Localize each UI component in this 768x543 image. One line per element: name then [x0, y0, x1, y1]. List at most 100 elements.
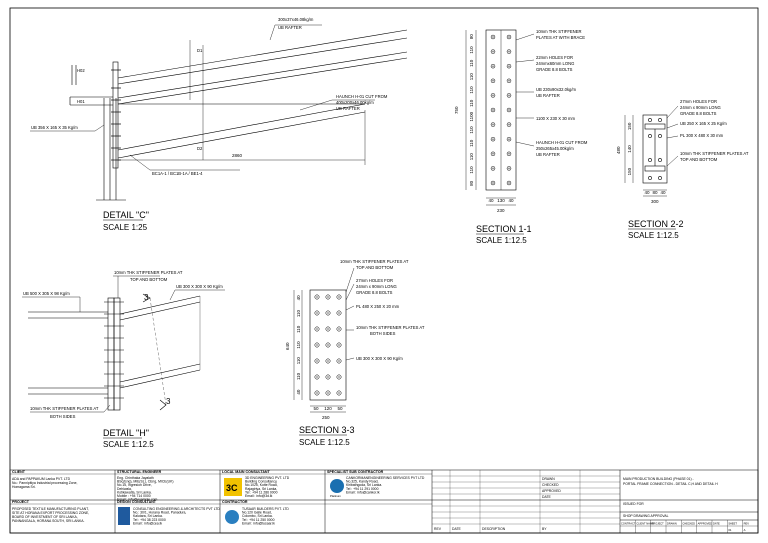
- bottom-value: 01: [728, 528, 732, 532]
- title-block-line: No.: Pannipitiya Industrial processing Z…: [12, 481, 77, 485]
- dimension: 230: [497, 208, 505, 213]
- label: UB 500 X 305 X 98 Kg/m: [23, 291, 70, 296]
- bolt-hole: [506, 34, 512, 40]
- label: HAUNCH H-01 CUT FROM: [336, 94, 388, 99]
- title-block-line: CANKORMANENGINEERING SERVICES PVT LTD: [346, 476, 425, 480]
- title-block-line: ADA and PAPPAKUM Lanka PVT. LTD: [12, 477, 71, 481]
- bolt-hole: [490, 107, 496, 113]
- client-head: CLIENT: [12, 470, 26, 474]
- label: 10mm THK STIFFENER PLATES AT: [680, 151, 749, 156]
- title-block-line: Rajagiriya, Sri Lanka,: [245, 487, 277, 491]
- rev-header: BY: [542, 527, 547, 531]
- bottom-header: REV: [744, 522, 750, 526]
- bolt-hole: [490, 63, 496, 69]
- bolt-hole: [314, 390, 320, 396]
- label: UB 230x90x32.0kg/m: [536, 87, 577, 92]
- issued-for: ISSUED FOR: [623, 502, 644, 506]
- dimension: 110: [469, 46, 474, 54]
- title-block-line: Building Consultancy,: [245, 480, 277, 484]
- section-2-2-labels: 27mm HOLES FOR 24mm x 90mm LONG GRADE 8.…: [616, 99, 749, 240]
- label: BC1A-1 / BC1B-1A / BE1-4: [152, 171, 203, 176]
- label: 400x200x46.00kg/m: [336, 100, 374, 105]
- bolt-hole: [325, 310, 331, 316]
- label: H01: [77, 99, 85, 104]
- title-block-line: BOARD OF INVESTMENT OF SRI LANKA,: [12, 515, 78, 519]
- dimension: 140: [627, 145, 632, 153]
- label: GRADE 8.8 BOLTS: [680, 111, 717, 116]
- label: UB RAFTER: [536, 152, 560, 157]
- bottom-header: CONTRACT: [621, 522, 636, 526]
- bolt-hole: [336, 390, 342, 396]
- bolt-hole: [325, 374, 331, 380]
- bolt-hole: [336, 358, 342, 364]
- label: GRADE 8.8 BOLTS: [356, 290, 393, 295]
- label: 24mm x 90mm LONG: [680, 105, 721, 110]
- bolt-hole: [325, 326, 331, 332]
- dimension: 110: [469, 153, 474, 161]
- title-block-line: Eng. Chinthaka Jayalath: [117, 476, 154, 480]
- title-block-line: PROPOSED TEXTILE MANUFACTURING PLANT,: [12, 507, 89, 511]
- label: GRADE 8.8 BOLTS: [536, 67, 573, 72]
- title-block-line: Kiribathgoda, Sri Lanka.: [346, 483, 382, 487]
- bottom-value: A: [744, 528, 746, 532]
- bottom-header: SHEET: [728, 522, 737, 526]
- dimension: 110: [296, 309, 301, 317]
- bolt-hole: [314, 326, 320, 332]
- title-block-line: Email : info@cankor.lk: [346, 490, 380, 494]
- label: TOP AND BOTTOM: [680, 157, 718, 162]
- bolt-hole: [490, 49, 496, 54]
- bolt-hole: [490, 136, 496, 142]
- title-block-line: BSc(Eng), MIE(SL), CEng, MICE(UK): [117, 480, 174, 484]
- bolt-hole: [314, 310, 320, 316]
- bolt-hole: [490, 78, 496, 84]
- bolt-hole: [490, 180, 496, 186]
- dimension: 110: [469, 86, 474, 94]
- section-title: SECTION 3-3: [299, 425, 355, 435]
- bolt-hole: [336, 342, 342, 348]
- label: UB 300 X 300 X 90 Kg/m: [176, 284, 223, 289]
- detail-h: [22, 275, 225, 413]
- structural-engineer-head: STRUCTURAL ENGINEER: [117, 470, 162, 474]
- section-3-3-labels: 10mm THK STIFFENER PLATES AT TOP AND BOT…: [285, 259, 425, 447]
- dimension: 110: [469, 73, 474, 81]
- dimension: 80: [652, 190, 658, 195]
- detail-title: DETAIL "C": [103, 210, 149, 220]
- label: 250x265x45.00kg/m: [536, 146, 574, 151]
- title-block-line: Email : info@example.com: [117, 498, 158, 502]
- label: UB 356 X 165 X 35 Kg/m: [31, 125, 78, 130]
- title-block-line: No.120 Galle Road,: [242, 511, 272, 515]
- dimension: 150: [627, 167, 632, 175]
- bolt-grid: [490, 34, 512, 186]
- title-block-line: TUSAAR BUILDERS PVT. LTD: [242, 507, 289, 511]
- section-2-2: [624, 105, 679, 197]
- dimension: 40: [644, 190, 650, 195]
- dimension: 2860: [232, 153, 243, 158]
- bottom-header: DRAWN: [667, 522, 677, 526]
- detail-scale: SCALE 1:25: [103, 223, 148, 232]
- bottom-header: APPROVED: [698, 522, 713, 526]
- bolt-hole: [490, 166, 496, 171]
- section-mark: 3: [166, 397, 171, 406]
- title-block-line: Kalutara, Sri Lanka.: [133, 514, 163, 518]
- section-mark: 3: [144, 293, 149, 302]
- detail-c: [30, 24, 408, 201]
- label: UB 300 X 300 X 90 Kg/m: [356, 356, 403, 361]
- label: BOTH SIDES: [370, 331, 396, 336]
- title-block-line: Colombo, Sri Lanka.: [242, 514, 273, 518]
- section-scale: SCALE 1:12.5: [628, 231, 679, 240]
- label: PL 300 X 480 X 30 mm: [680, 133, 724, 138]
- label: BOTH SIDES: [50, 414, 76, 419]
- label: 10mm THK STIFFENER PLATES AT: [30, 406, 99, 411]
- subcontractor-logo: [330, 479, 344, 493]
- dimension: 110: [296, 372, 301, 380]
- title-block-line: CONSULTING ENGINEERING & ARCHITECTS PVT …: [133, 507, 220, 511]
- rev-header: DESCRIPTION: [482, 527, 506, 531]
- bolt-hole: [490, 93, 496, 98]
- bolt-hole: [336, 310, 342, 316]
- dimension: 250: [322, 415, 330, 420]
- dimension: 480: [616, 146, 621, 154]
- bolt-hole: [325, 294, 331, 300]
- specialist-sub-contractor-head: SPECIALIST SUB CONTRACTOR: [327, 470, 384, 474]
- detail-title: DETAIL "H": [103, 428, 149, 438]
